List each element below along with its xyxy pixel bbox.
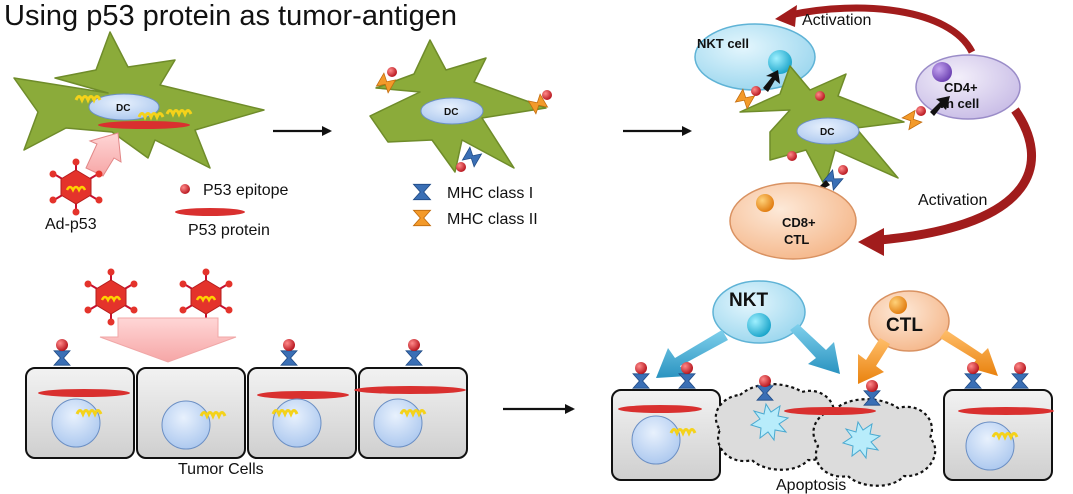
apoptosis-label: Apoptosis — [776, 477, 846, 494]
mhc-class-1-icon — [632, 373, 650, 389]
dendritic-cell-presenting: DC — [369, 39, 547, 173]
p53-epitope-icon — [542, 90, 552, 100]
pink-entry-arrow — [85, 132, 122, 177]
ctl-kill-arrow-left — [858, 338, 890, 384]
nkt-short-label: NKT — [729, 290, 768, 311]
ctl-short-label: CTL — [886, 315, 923, 336]
cd8-nucleus — [756, 194, 774, 212]
nkt-kill-arrow-right — [790, 324, 840, 374]
activation-label-right: Activation — [918, 192, 987, 209]
mhc-class-1-icon — [1011, 373, 1029, 389]
mhc-class-1-icon — [678, 373, 696, 389]
mhc-class-1-legend-icon — [413, 183, 431, 201]
dendritic-cell-activating: DC — [739, 65, 905, 187]
activation-arrow-top — [789, 4, 976, 54]
cd4-nucleus — [932, 62, 952, 82]
p53-epitope-icon — [180, 184, 190, 194]
pink-delivery-arrow — [99, 317, 237, 363]
nkt-cell-label: NKT cell — [697, 36, 749, 51]
tumor-cell-presenting-right — [943, 389, 1054, 481]
activation-arrow-right — [879, 107, 1037, 245]
dc-label-2: DC — [444, 107, 458, 118]
tumor-cell-presenting-left — [611, 389, 721, 481]
dc-label-3: DC — [820, 127, 834, 138]
tumor-cells-label: Tumor Cells — [178, 461, 264, 478]
mhc-class-1-icon — [462, 146, 482, 168]
mhc-class-1-icon — [405, 350, 423, 366]
dc-label-1: DC — [116, 103, 130, 114]
p53-epitope-icon — [456, 162, 466, 172]
nkt-kill-arrow-left — [656, 330, 728, 378]
ctl-kill-arrow-right — [940, 330, 998, 376]
nkt-nucleus — [768, 50, 792, 74]
tumor-cell-row — [25, 367, 468, 459]
mhc-class-1-label: MHC class I — [447, 185, 533, 202]
p53-epitope-label: P53 epitope — [203, 182, 289, 199]
ad-p53-virus-icon — [83, 267, 139, 327]
ad-p53-virus-icon — [178, 267, 234, 327]
mhc-class-1-icon — [53, 350, 71, 366]
dendritic-cell-infected: DC — [13, 31, 265, 169]
nkt-effector-cell — [712, 280, 806, 344]
ctl-effector-cell — [868, 290, 950, 352]
activation-label-top: Activation — [802, 12, 871, 29]
p53-protein-icon — [175, 208, 245, 216]
mhc-class-1-icon — [964, 373, 982, 389]
cd4-label-line1: CD4+ — [944, 80, 978, 95]
mhc-class-1-icon — [280, 350, 298, 366]
p53-epitope-icon — [387, 67, 397, 77]
apoptotic-cell-2 — [812, 398, 937, 487]
mhc-class-2-legend-icon — [413, 209, 431, 227]
ad-p53-label: Ad-p53 — [45, 216, 97, 233]
mhc-class-2-label: MHC class II — [447, 211, 538, 228]
p53-protein-label: P53 protein — [188, 222, 270, 239]
apoptotic-cell-1 — [714, 383, 839, 471]
tcr-arrow-nkt — [763, 70, 780, 92]
tcr-arrow-cd4 — [930, 96, 950, 116]
mhc-class-1-icon — [863, 390, 881, 406]
cd8-label-line2: CTL — [784, 232, 809, 247]
cd8-label-line1: CD8+ — [782, 215, 816, 230]
diagram-title: Using p53 protein as tumor-antigen — [4, 0, 457, 32]
